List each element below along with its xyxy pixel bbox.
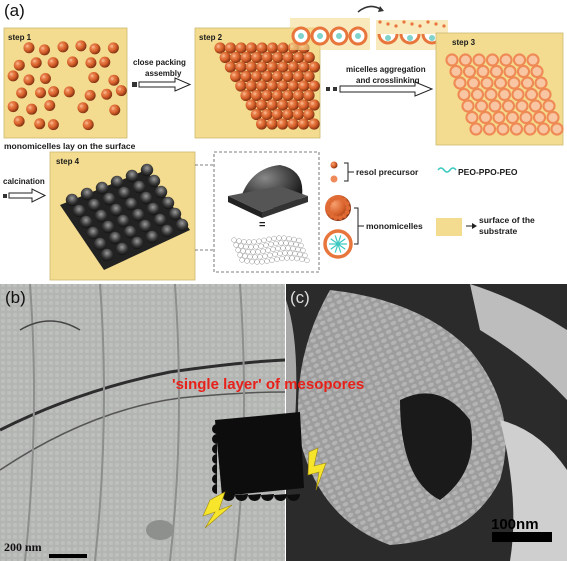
legend-peo-ppo-peo: PEO-PPO-PEO [458, 167, 518, 177]
panel-c-sem-image: (c) 100nm [286, 284, 567, 561]
legend: resol precursor PEO-PPO-PEO monomicelles… [323, 161, 535, 259]
scale-bar-c [492, 532, 552, 542]
lightning-bolt-icon [202, 491, 233, 529]
arrow2-label-line2: and crosslinking [356, 76, 420, 85]
legend-monomicelle-ball [325, 195, 351, 221]
arrow2-label-line1: micelles aggregation [346, 65, 426, 74]
step4-label: step 4 [56, 157, 80, 166]
step1-monomicelles [7, 40, 127, 131]
single-layer-annotation: 'single layer' of mesopores [172, 376, 364, 393]
calcination-label: calcination [3, 177, 45, 186]
arrow-right-icon [326, 81, 434, 97]
legend-surface-line1: surface of the [479, 215, 535, 225]
lightning-bolt-icon [307, 447, 327, 491]
cross-section-inset [290, 5, 448, 50]
legend-monomicelles: monomicelles [366, 221, 423, 231]
legend-surface-line2: substrate [479, 226, 518, 236]
equals-sign: = [259, 219, 265, 231]
legend-substrate-swatch [436, 218, 462, 236]
scale-label-c: 100nm [491, 516, 539, 533]
scale-bar-b [49, 554, 87, 558]
pore-wall-mesh [231, 235, 310, 265]
legend-monomicelle-section [323, 229, 353, 259]
copolymer-icon [437, 167, 457, 173]
panel-a-letter: (a) [4, 1, 25, 20]
caption-monomicelles-surface: monomicelles lay on the surface [4, 141, 136, 151]
step1-label: step 1 [8, 33, 32, 42]
arrow1-label-line2: assembly [145, 69, 182, 78]
panel-a: (a) step 1 monomicelles lay on the surfa… [3, 1, 564, 281]
legend-resol-precursor: resol precursor [356, 167, 419, 177]
arrow1-label-line1: close packing [133, 58, 186, 67]
step2-label: step 2 [199, 33, 223, 42]
step3-crosslinked-layer [445, 53, 564, 136]
single-pore-dome [228, 165, 308, 218]
arrow-right-icon [132, 77, 192, 92]
arrow-right-icon [3, 188, 47, 203]
step4-pores [65, 163, 189, 262]
overlay: 'single layer' of mesopores [172, 376, 364, 529]
step3-label: step 3 [452, 38, 476, 47]
scale-label-b: 200 nm [4, 540, 42, 554]
pore-cross-section-icon [212, 412, 304, 502]
panel-c-letter: (c) [290, 288, 310, 307]
panel-b-letter: (b) [5, 288, 26, 307]
step2-packed-monomicelles [214, 42, 320, 130]
